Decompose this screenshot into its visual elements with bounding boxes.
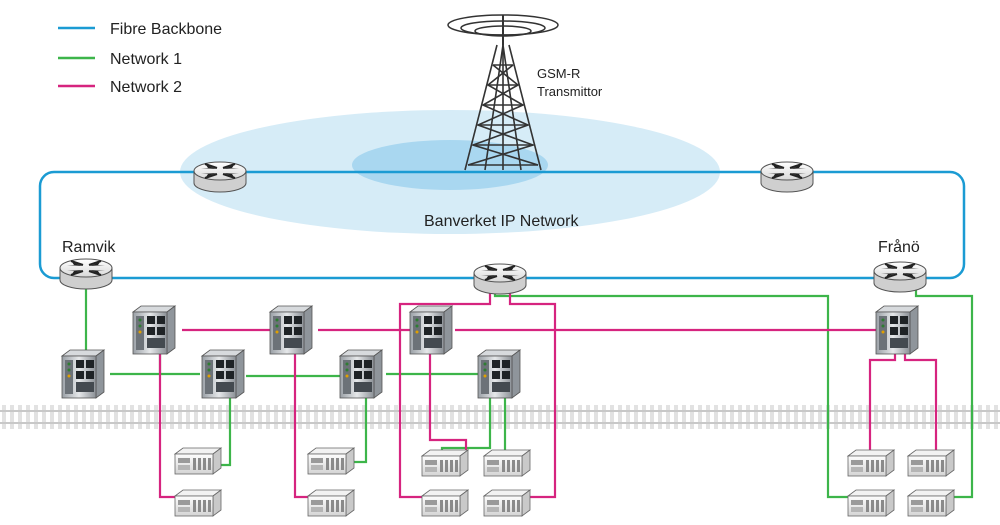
legend-label-network-2: Network 2 [110, 79, 182, 96]
router-frano [873, 261, 927, 293]
device-rack-1b [174, 489, 222, 517]
legend-label-fibre: Fibre Backbone [110, 21, 222, 38]
network-2-links [158, 286, 938, 499]
switch-network1-2 [201, 349, 245, 399]
router-ramvik [59, 258, 113, 290]
switch-network2-3 [409, 305, 453, 355]
router-center [473, 263, 527, 295]
switch-network1-4 [477, 349, 521, 399]
station-label-frano: Frånö [878, 238, 920, 256]
device-rack-3b [483, 449, 531, 477]
device-rack-3c [421, 489, 469, 517]
device-rack-4b [907, 449, 955, 477]
device-rack-2a [307, 447, 355, 475]
device-rack-4c [847, 489, 895, 517]
legend-label-network-1: Network 1 [110, 51, 182, 68]
switch-frano [875, 305, 919, 355]
legend: Fibre Backbone Network 1 Network 2 [58, 21, 222, 96]
router-upper-right [760, 161, 814, 193]
device-rack-3a [421, 449, 469, 477]
transmitter-label-line1: GSM-R [537, 66, 580, 81]
railway-track [0, 405, 1000, 429]
switch-network1-3 [339, 349, 383, 399]
device-rack-3d [483, 489, 531, 517]
device-rack-4d [907, 489, 955, 517]
gsm-r-tower [447, 14, 559, 171]
network-label: Banverket IP Network [424, 213, 579, 230]
switch-network1-1 [61, 349, 105, 399]
router-upper-left [193, 161, 247, 193]
device-rack-1a [174, 447, 222, 475]
transmitter-label-line2: Transmittor [537, 84, 603, 99]
switch-network2-1 [132, 305, 176, 355]
station-label-ramvik: Ramvik [62, 239, 116, 256]
device-rack-2b [307, 489, 355, 517]
switch-network2-2 [269, 305, 313, 355]
device-rack-4a [847, 449, 895, 477]
